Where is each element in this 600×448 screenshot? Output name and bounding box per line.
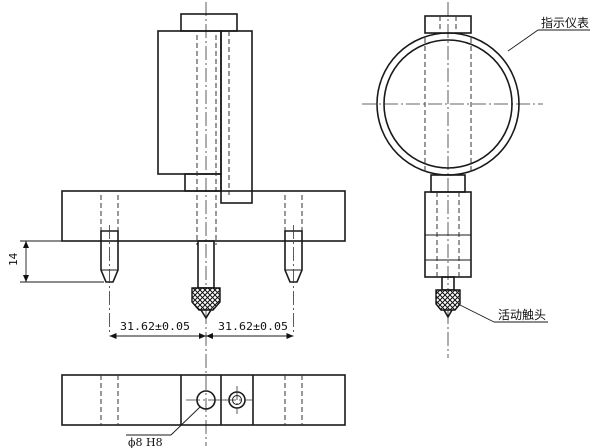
indicator-body xyxy=(157,30,222,175)
left-spacing-dimension: 31.62±0.05 xyxy=(120,320,190,333)
moving-contact-label: 活动触头 xyxy=(498,308,546,322)
side-view: 指示仪表 活动触头 xyxy=(362,2,590,358)
indicator-label: 指示仪表 xyxy=(541,15,589,30)
right-spacing-dimension: 31.62±0.05 xyxy=(218,320,288,333)
front-view: 14 31.62±0.05 31.62±0.05 xyxy=(7,2,346,446)
dial-face xyxy=(383,39,513,169)
moving-contact-tip xyxy=(191,287,221,311)
indicator-cap xyxy=(180,13,238,32)
side-contact-tip xyxy=(435,289,461,311)
indicator-bracket xyxy=(220,30,253,204)
top-view-plate xyxy=(61,374,346,426)
top-view: ϕ8 H8 xyxy=(61,374,346,448)
hole-fit-callout: ϕ8 H8 xyxy=(128,436,163,448)
height-dimension-label: 14 xyxy=(7,252,20,266)
